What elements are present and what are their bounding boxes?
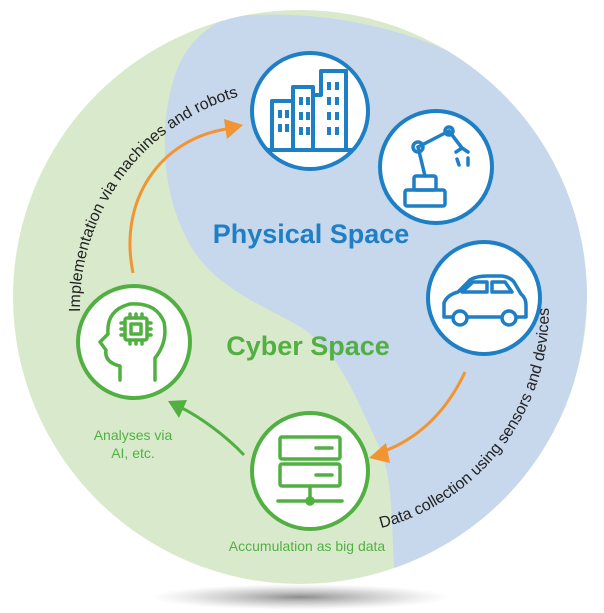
ai-head-icon-group bbox=[76, 284, 192, 400]
physical-space-title: Physical Space bbox=[213, 219, 410, 249]
analyses-label-line2: AI, etc. bbox=[111, 445, 155, 461]
robot-arm-icon-circle bbox=[378, 109, 494, 225]
car-icon bbox=[442, 274, 528, 327]
robot-arm-icon-group bbox=[378, 109, 494, 225]
analysis-arrowhead bbox=[168, 400, 187, 418]
cyber-space-title: Cyber Space bbox=[226, 331, 390, 361]
analysis-arrow bbox=[179, 405, 246, 457]
analyses-label-line1: Analyses via bbox=[94, 427, 173, 443]
disc-shadow bbox=[150, 584, 450, 610]
buildings-icon bbox=[266, 69, 352, 152]
implementation-arrow bbox=[128, 127, 227, 274]
server-icon-circle bbox=[250, 411, 370, 531]
server-icon-group bbox=[250, 411, 370, 531]
robot-arm-icon bbox=[403, 125, 470, 208]
data-collection-arrowhead bbox=[369, 443, 390, 463]
ai-head-icon bbox=[98, 302, 167, 382]
accumulation-label: Accumulation as big data bbox=[229, 538, 386, 554]
ai-head-icon-circle bbox=[76, 284, 192, 400]
data-collection-arrow bbox=[381, 371, 467, 454]
car-icon-group bbox=[426, 240, 542, 356]
implementation-arrowhead bbox=[224, 119, 243, 139]
server-icon bbox=[276, 435, 344, 506]
buildings-windows bbox=[278, 82, 339, 135]
buildings-icon-group bbox=[250, 51, 370, 171]
